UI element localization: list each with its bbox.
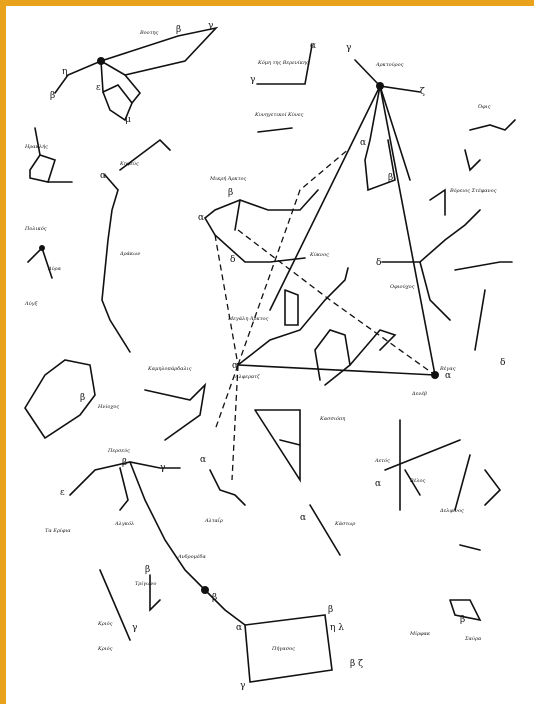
label-12: Κύκνος <box>309 251 329 258</box>
star-letters: β γ η β ε μ α γ γ ζ α β β α δ δ α α α β ε β γ α β α β… <box>50 21 505 691</box>
constellation-bootes <box>54 26 219 122</box>
svg-text:β: β <box>460 615 465 625</box>
svg-text:α: α <box>375 479 381 489</box>
svg-text:α: α <box>236 623 242 633</box>
svg-text:α: α <box>100 171 106 181</box>
label-20: Δενέβ <box>411 390 427 397</box>
label-11: Μεγάλη Άρκτος <box>227 315 269 322</box>
svg-text:β: β <box>212 593 217 603</box>
constellation-perseus-andromeda <box>69 461 246 626</box>
constellation-right <box>381 119 516 351</box>
constellation-pegasus <box>244 614 333 683</box>
label-29: Πήγασος <box>271 645 295 652</box>
svg-text:γ: γ <box>346 43 351 53</box>
svg-text:γ: γ <box>208 21 213 31</box>
label-19: Βέγας <box>439 365 456 372</box>
constellation-left-lyra <box>29 127 73 183</box>
svg-text:η: η <box>62 67 67 77</box>
label-24: Ηνίοχος <box>97 403 119 410</box>
label-21: Αετός <box>374 457 390 464</box>
label-17: Κασσιόπη <box>319 415 345 422</box>
svg-text:β: β <box>228 188 233 198</box>
label-31: Αλγκόλ <box>114 520 134 527</box>
label-35: Αλταΐρ <box>204 516 223 524</box>
label-30: Σαύρα <box>464 635 482 642</box>
constellation-draco <box>101 174 131 353</box>
svg-text:β: β <box>122 458 127 468</box>
label-8: Λύρα <box>47 265 62 272</box>
label-9: Οφιούχος <box>390 283 415 290</box>
label-1: Βοοτης <box>139 30 158 36</box>
label-32: Κριός <box>97 645 113 652</box>
svg-text:γ: γ <box>160 463 165 473</box>
label-27: Τρίγωνο <box>135 580 156 587</box>
constellation-hercules <box>237 267 397 386</box>
svg-text:α: α <box>360 138 366 148</box>
svg-text:μ: μ <box>125 115 131 125</box>
label-13: Δράκων <box>119 250 140 257</box>
label-10: Μικρή Άρκτος <box>209 175 246 182</box>
svg-text:α: α <box>200 455 206 465</box>
label-18: Πολικός <box>24 225 47 232</box>
constellation-coma <box>256 44 313 133</box>
label-5: Όφις <box>478 103 491 110</box>
label-14: Καμηλοπάρδαλις <box>147 365 192 372</box>
svg-text:γ: γ <box>250 75 255 85</box>
label-3: Κυνηγετικοί Κύνες <box>254 111 304 118</box>
svg-text:δ: δ <box>376 258 381 268</box>
label-22: Βέλος <box>409 477 426 484</box>
svg-text:β: β <box>176 25 181 35</box>
constellation-small <box>27 138 171 279</box>
label-23: Δελφίνος <box>439 507 464 514</box>
constellation-aquila <box>209 469 341 556</box>
label-2: Κόμη της Βερενίκης <box>257 59 309 66</box>
svg-text:α: α <box>300 513 306 523</box>
svg-text:β ζ: β ζ <box>350 659 363 669</box>
svg-text:β: β <box>50 91 55 101</box>
label-37: Μίρφακ <box>409 630 431 637</box>
svg-text:ε: ε <box>96 83 101 93</box>
svg-text:β: β <box>145 565 150 575</box>
label-25: Περσεύς <box>107 447 130 454</box>
label-15: Λύγξ <box>24 300 38 307</box>
svg-text:γ: γ <box>240 681 245 691</box>
svg-text:α: α <box>445 371 451 381</box>
constellation-lyra <box>254 409 301 483</box>
label-28: Κριός <box>97 620 113 627</box>
constellation-camelopardalis <box>144 382 207 441</box>
constellation-cygnus <box>384 419 502 511</box>
svg-text:α: α <box>310 41 316 51</box>
svg-text:δ: δ <box>500 358 505 368</box>
svg-text:β: β <box>80 393 85 403</box>
label-36: Αλφερατζ <box>234 374 260 380</box>
constellation-small-bottom <box>99 544 482 641</box>
pointer-dashed-lines <box>214 147 436 481</box>
constellation-labels: Βοοτης Κόμη της Βερενίκης Κυνηγετικοί Κύ… <box>24 30 497 652</box>
label-33: Τα Ερίφια <box>45 527 71 534</box>
svg-text:β: β <box>388 173 393 183</box>
label-16: Κηφεύς <box>119 160 139 167</box>
svg-text:α: α <box>232 361 238 371</box>
svg-text:α: α <box>198 213 204 223</box>
constellation-cepheus <box>24 359 96 440</box>
svg-text:η λ: η λ <box>330 623 344 633</box>
svg-text:γ: γ <box>132 623 137 633</box>
constellation-big-dipper <box>204 189 319 263</box>
svg-text:ε: ε <box>60 488 65 498</box>
svg-text:β: β <box>328 605 333 615</box>
svg-text:δ: δ <box>230 255 235 265</box>
svg-text:ζ: ζ <box>420 87 425 97</box>
label-6: Βόρειος Στέφανος <box>449 187 497 194</box>
summer-triangle <box>237 59 439 379</box>
label-34: Κάστωρ <box>334 520 355 527</box>
label-7: Ηρακλής <box>24 143 48 150</box>
label-4: Αρκτούρος <box>375 61 404 68</box>
label-26: Ανδρομέδα <box>177 553 207 560</box>
